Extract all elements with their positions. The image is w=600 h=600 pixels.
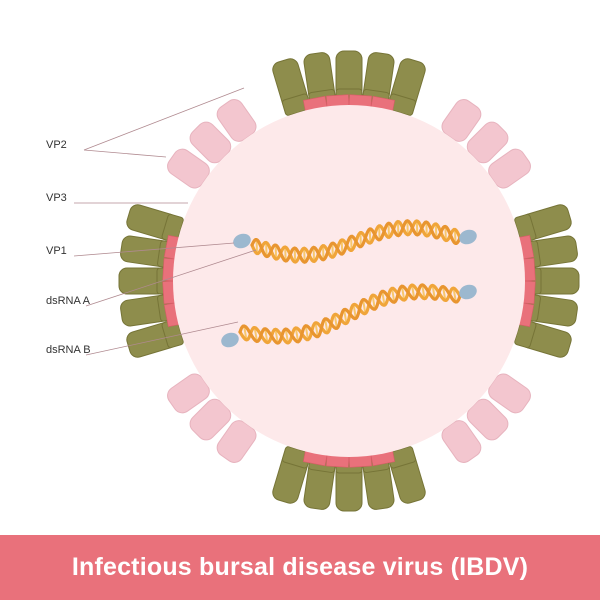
dsrna-b-label: dsRNA B bbox=[46, 344, 91, 356]
vp1-leader-line bbox=[73, 242, 235, 257]
vp1-a-right bbox=[459, 229, 477, 245]
dsrna-a-strand bbox=[250, 219, 462, 264]
vp2-leader-line-2 bbox=[83, 149, 167, 158]
dsrna-a-label: dsRNA A bbox=[46, 295, 91, 307]
vp2-label: VP2 bbox=[46, 139, 67, 151]
title-banner: Infectious bursal disease virus (IBDV) bbox=[0, 535, 600, 600]
pink-subunit bbox=[167, 373, 210, 414]
vp2-subunit bbox=[514, 204, 572, 243]
vp2-subunit bbox=[126, 204, 184, 243]
vp2-subunit bbox=[126, 319, 184, 358]
vp2-leader-line-1 bbox=[83, 87, 245, 151]
vp2-subunit bbox=[514, 319, 572, 358]
vp1-b-right bbox=[459, 284, 477, 300]
vp1-label: VP1 bbox=[46, 245, 67, 257]
vp3-label: VP3 bbox=[46, 192, 67, 204]
leader-lines bbox=[73, 87, 257, 356]
pink-subunit bbox=[466, 398, 509, 441]
virion-interior bbox=[173, 105, 525, 457]
dsrna-b-leader-line bbox=[85, 321, 239, 356]
vp1-molecules bbox=[221, 229, 477, 348]
pink-subunit bbox=[441, 99, 482, 142]
vp2-subunit bbox=[272, 446, 311, 504]
diagram-title: Infectious bursal disease virus (IBDV) bbox=[71, 553, 529, 581]
ibdv-diagram: VP2 VP3 VP1 dsRNA A dsRNA B bbox=[46, 50, 580, 512]
vp1-a-left bbox=[233, 233, 251, 249]
vp1-b-left bbox=[221, 332, 239, 348]
dsrna-a-leader-line bbox=[85, 249, 257, 307]
dsrna-b-strand bbox=[238, 283, 462, 345]
vp2-subunit bbox=[387, 446, 426, 504]
